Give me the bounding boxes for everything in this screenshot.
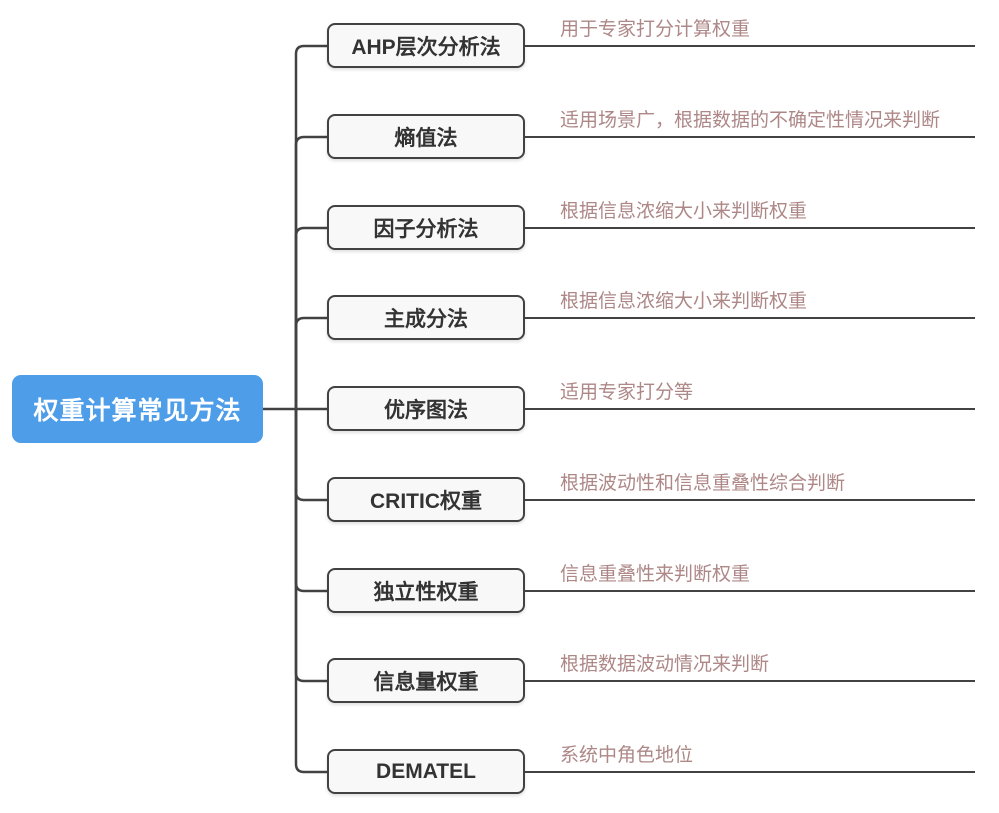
branch-note-line: 根据数据波动情况来判断 [525,652,975,682]
branch-node[interactable]: 熵值法 [327,114,525,159]
connector-path [294,316,329,411]
branch-note-line: 用于专家打分计算权重 [525,17,975,47]
branch-node[interactable]: DEMATEL [327,749,525,794]
branch-note-text[interactable]: 系统中角色地位 [560,745,694,766]
connector-path [294,226,329,411]
root-node-weight-methods[interactable]: 权重计算常见方法 [12,375,263,443]
branch-node[interactable]: 信息量权重 [327,658,525,703]
branch-note-text[interactable]: 根据信息浓缩大小来判断权重 [560,201,808,222]
branch-note-text[interactable]: 根据波动性和信息重叠性综合判断 [560,473,846,494]
branch-node[interactable]: 因子分析法 [327,205,525,250]
branch-node[interactable]: 主成分法 [327,295,525,340]
connector-path [294,44,329,411]
branch-note-text[interactable]: 用于专家打分计算权重 [560,19,751,40]
connector-path [294,407,329,683]
connector-path [294,407,329,774]
branch-note-line: 根据信息浓缩大小来判断权重 [525,199,975,229]
branch-note-text[interactable]: 信息重叠性来判断权重 [560,564,751,585]
connector-path [294,407,329,502]
branch-note-text[interactable]: 根据数据波动情况来判断 [560,654,770,675]
branch-note-line: 适用场景广，根据数据的不确定性情况来判断 [525,108,975,138]
branch-note-line: 根据波动性和信息重叠性综合判断 [525,471,975,501]
branch-node[interactable]: CRITIC权重 [327,477,525,522]
branch-node[interactable]: 独立性权重 [327,568,525,613]
branch-note-line: 系统中角色地位 [525,743,975,773]
branch-note-line: 适用专家打分等 [525,380,975,410]
branch-node[interactable]: AHP层次分析法 [327,23,525,68]
branch-note-text[interactable]: 适用专家打分等 [560,382,694,403]
branch-node[interactable]: 优序图法 [327,386,525,431]
branch-note-text[interactable]: 适用场景广，根据数据的不确定性情况来判断 [560,110,941,131]
branch-note-text[interactable]: 根据信息浓缩大小来判断权重 [560,291,808,312]
branch-note-line: 信息重叠性来判断权重 [525,562,975,592]
connector-path [294,135,329,411]
branch-note-line: 根据信息浓缩大小来判断权重 [525,289,975,319]
